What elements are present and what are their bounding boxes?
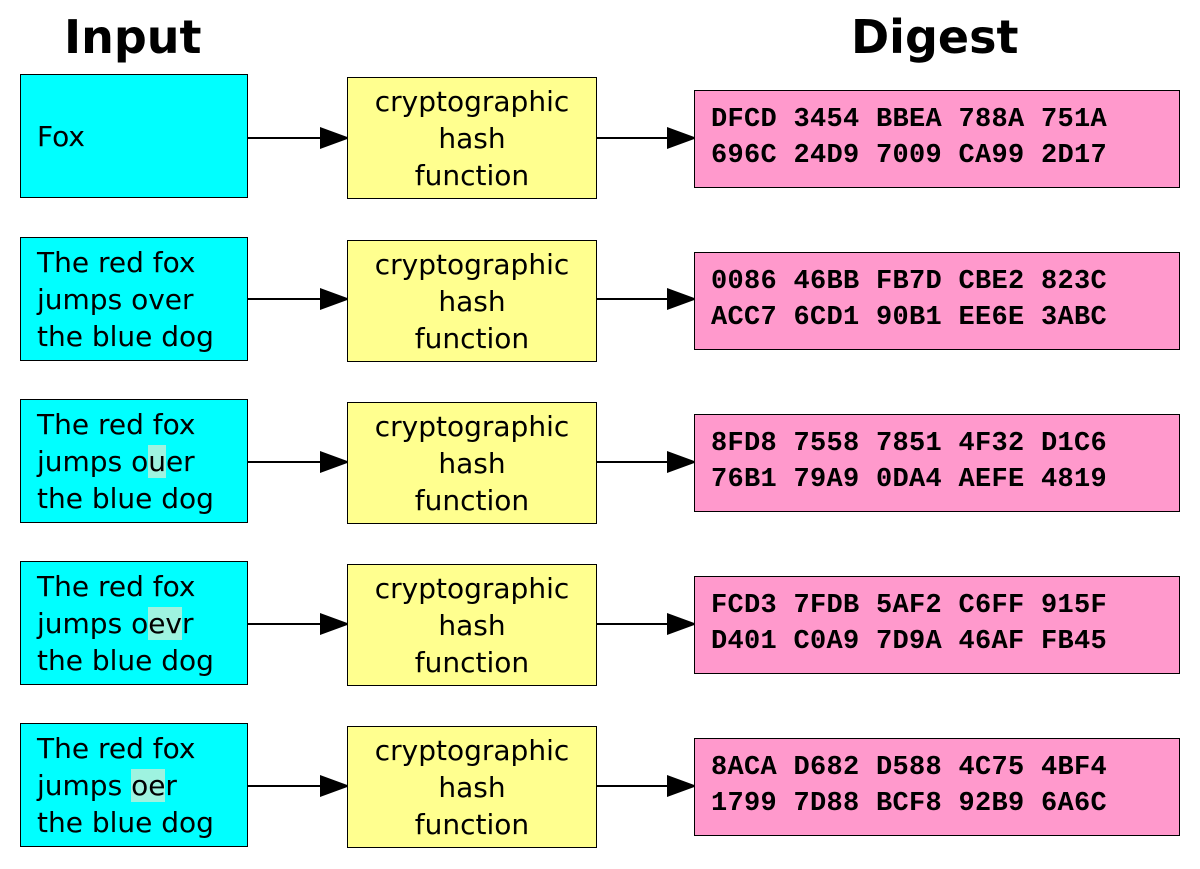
input-line: The red fox bbox=[37, 569, 196, 603]
hash-function-box: cryptographic hash function bbox=[347, 240, 597, 362]
hash-row: Fox cryptographic hash function DFCD 345… bbox=[0, 74, 1200, 204]
hash-label-line: function bbox=[414, 645, 530, 679]
hash-row: The red fox jumps oevr the blue dog cryp… bbox=[0, 561, 1200, 691]
hash-function-box: cryptographic hash function bbox=[347, 564, 597, 686]
input-line: jumps over bbox=[37, 282, 194, 316]
input-line: jumps ouer bbox=[37, 444, 195, 478]
hash-label-line: cryptographic bbox=[374, 84, 570, 118]
digest-line: FCD3 7FDB 5AF2 C6FF 915F bbox=[711, 591, 1108, 621]
input-line: The red fox bbox=[37, 731, 196, 765]
hash-label-line: cryptographic bbox=[374, 247, 570, 281]
changed-characters: oe bbox=[131, 768, 166, 802]
hash-label-line: function bbox=[414, 807, 530, 841]
hash-label-line: hash bbox=[438, 770, 506, 804]
hash-label-line: hash bbox=[438, 121, 506, 155]
digest-line: 696C 24D9 7009 CA99 2D17 bbox=[711, 141, 1108, 171]
input-box: Fox bbox=[20, 74, 248, 198]
hash-label-line: hash bbox=[438, 608, 506, 642]
input-line: the blue dog bbox=[37, 481, 214, 515]
input-column-heading: Input bbox=[64, 10, 202, 64]
input-line: jumps oevr bbox=[37, 606, 194, 640]
input-line: the blue dog bbox=[37, 805, 214, 839]
hash-label-line: hash bbox=[438, 446, 506, 480]
hash-row: The red fox jumps oer the blue dog crypt… bbox=[0, 723, 1200, 853]
input-text: The red fox jumps oer the blue dog bbox=[37, 730, 214, 841]
input-line: the blue dog bbox=[37, 643, 214, 677]
hash-label-line: function bbox=[414, 321, 530, 355]
hash-label-line: cryptographic bbox=[374, 571, 570, 605]
hash-row: The red fox jumps ouer the blue dog cryp… bbox=[0, 399, 1200, 529]
digest-line: ACC7 6CD1 90B1 EE6E 3ABC bbox=[711, 303, 1108, 333]
hash-label-line: hash bbox=[438, 284, 506, 318]
digest-box: 0086 46BB FB7D CBE2 823C ACC7 6CD1 90B1 … bbox=[694, 252, 1180, 350]
hash-label-line: cryptographic bbox=[374, 733, 570, 767]
changed-characters: u bbox=[148, 444, 166, 478]
digest-line: 76B1 79A9 0DA4 AEFE 4819 bbox=[711, 465, 1108, 495]
digest-line: 8FD8 7558 7851 4F32 D1C6 bbox=[711, 429, 1108, 459]
input-box: The red fox jumps oevr the blue dog bbox=[20, 561, 248, 685]
input-line: The red fox bbox=[37, 407, 196, 441]
hash-label-line: function bbox=[414, 158, 530, 192]
digest-line: D401 C0A9 7D9A 46AF FB45 bbox=[711, 627, 1108, 657]
digest-line: DFCD 3454 BBEA 788A 751A bbox=[711, 105, 1108, 135]
input-text: The red fox jumps over the blue dog bbox=[37, 244, 214, 355]
hash-row: The red fox jumps over the blue dog cryp… bbox=[0, 237, 1200, 367]
digest-box: 8FD8 7558 7851 4F32 D1C6 76B1 79A9 0DA4 … bbox=[694, 414, 1180, 512]
digest-column-heading: Digest bbox=[851, 10, 1019, 64]
input-text: The red fox jumps oevr the blue dog bbox=[37, 568, 214, 679]
input-line: The red fox bbox=[37, 245, 196, 279]
input-box: The red fox jumps over the blue dog bbox=[20, 237, 248, 361]
hash-label-line: function bbox=[414, 483, 530, 517]
hash-function-box: cryptographic hash function bbox=[347, 402, 597, 524]
input-line: jumps oer bbox=[37, 768, 177, 802]
input-text: Fox bbox=[37, 118, 85, 155]
input-text: The red fox jumps ouer the blue dog bbox=[37, 406, 214, 517]
hash-function-box: cryptographic hash function bbox=[347, 726, 597, 848]
input-line: Fox bbox=[37, 119, 85, 153]
input-box: The red fox jumps ouer the blue dog bbox=[20, 399, 248, 523]
digest-line: 8ACA D682 D588 4C75 4BF4 bbox=[711, 753, 1108, 783]
input-box: The red fox jumps oer the blue dog bbox=[20, 723, 248, 847]
input-line: the blue dog bbox=[37, 319, 214, 353]
digest-box: 8ACA D682 D588 4C75 4BF4 1799 7D88 BCF8 … bbox=[694, 738, 1180, 836]
hash-label-line: cryptographic bbox=[374, 409, 570, 443]
digest-line: 0086 46BB FB7D CBE2 823C bbox=[711, 267, 1108, 297]
changed-characters: ev bbox=[148, 606, 182, 640]
digest-line: 1799 7D88 BCF8 92B9 6A6C bbox=[711, 789, 1108, 819]
hash-function-box: cryptographic hash function bbox=[347, 77, 597, 199]
digest-box: DFCD 3454 BBEA 788A 751A 696C 24D9 7009 … bbox=[694, 90, 1180, 188]
digest-box: FCD3 7FDB 5AF2 C6FF 915F D401 C0A9 7D9A … bbox=[694, 576, 1180, 674]
